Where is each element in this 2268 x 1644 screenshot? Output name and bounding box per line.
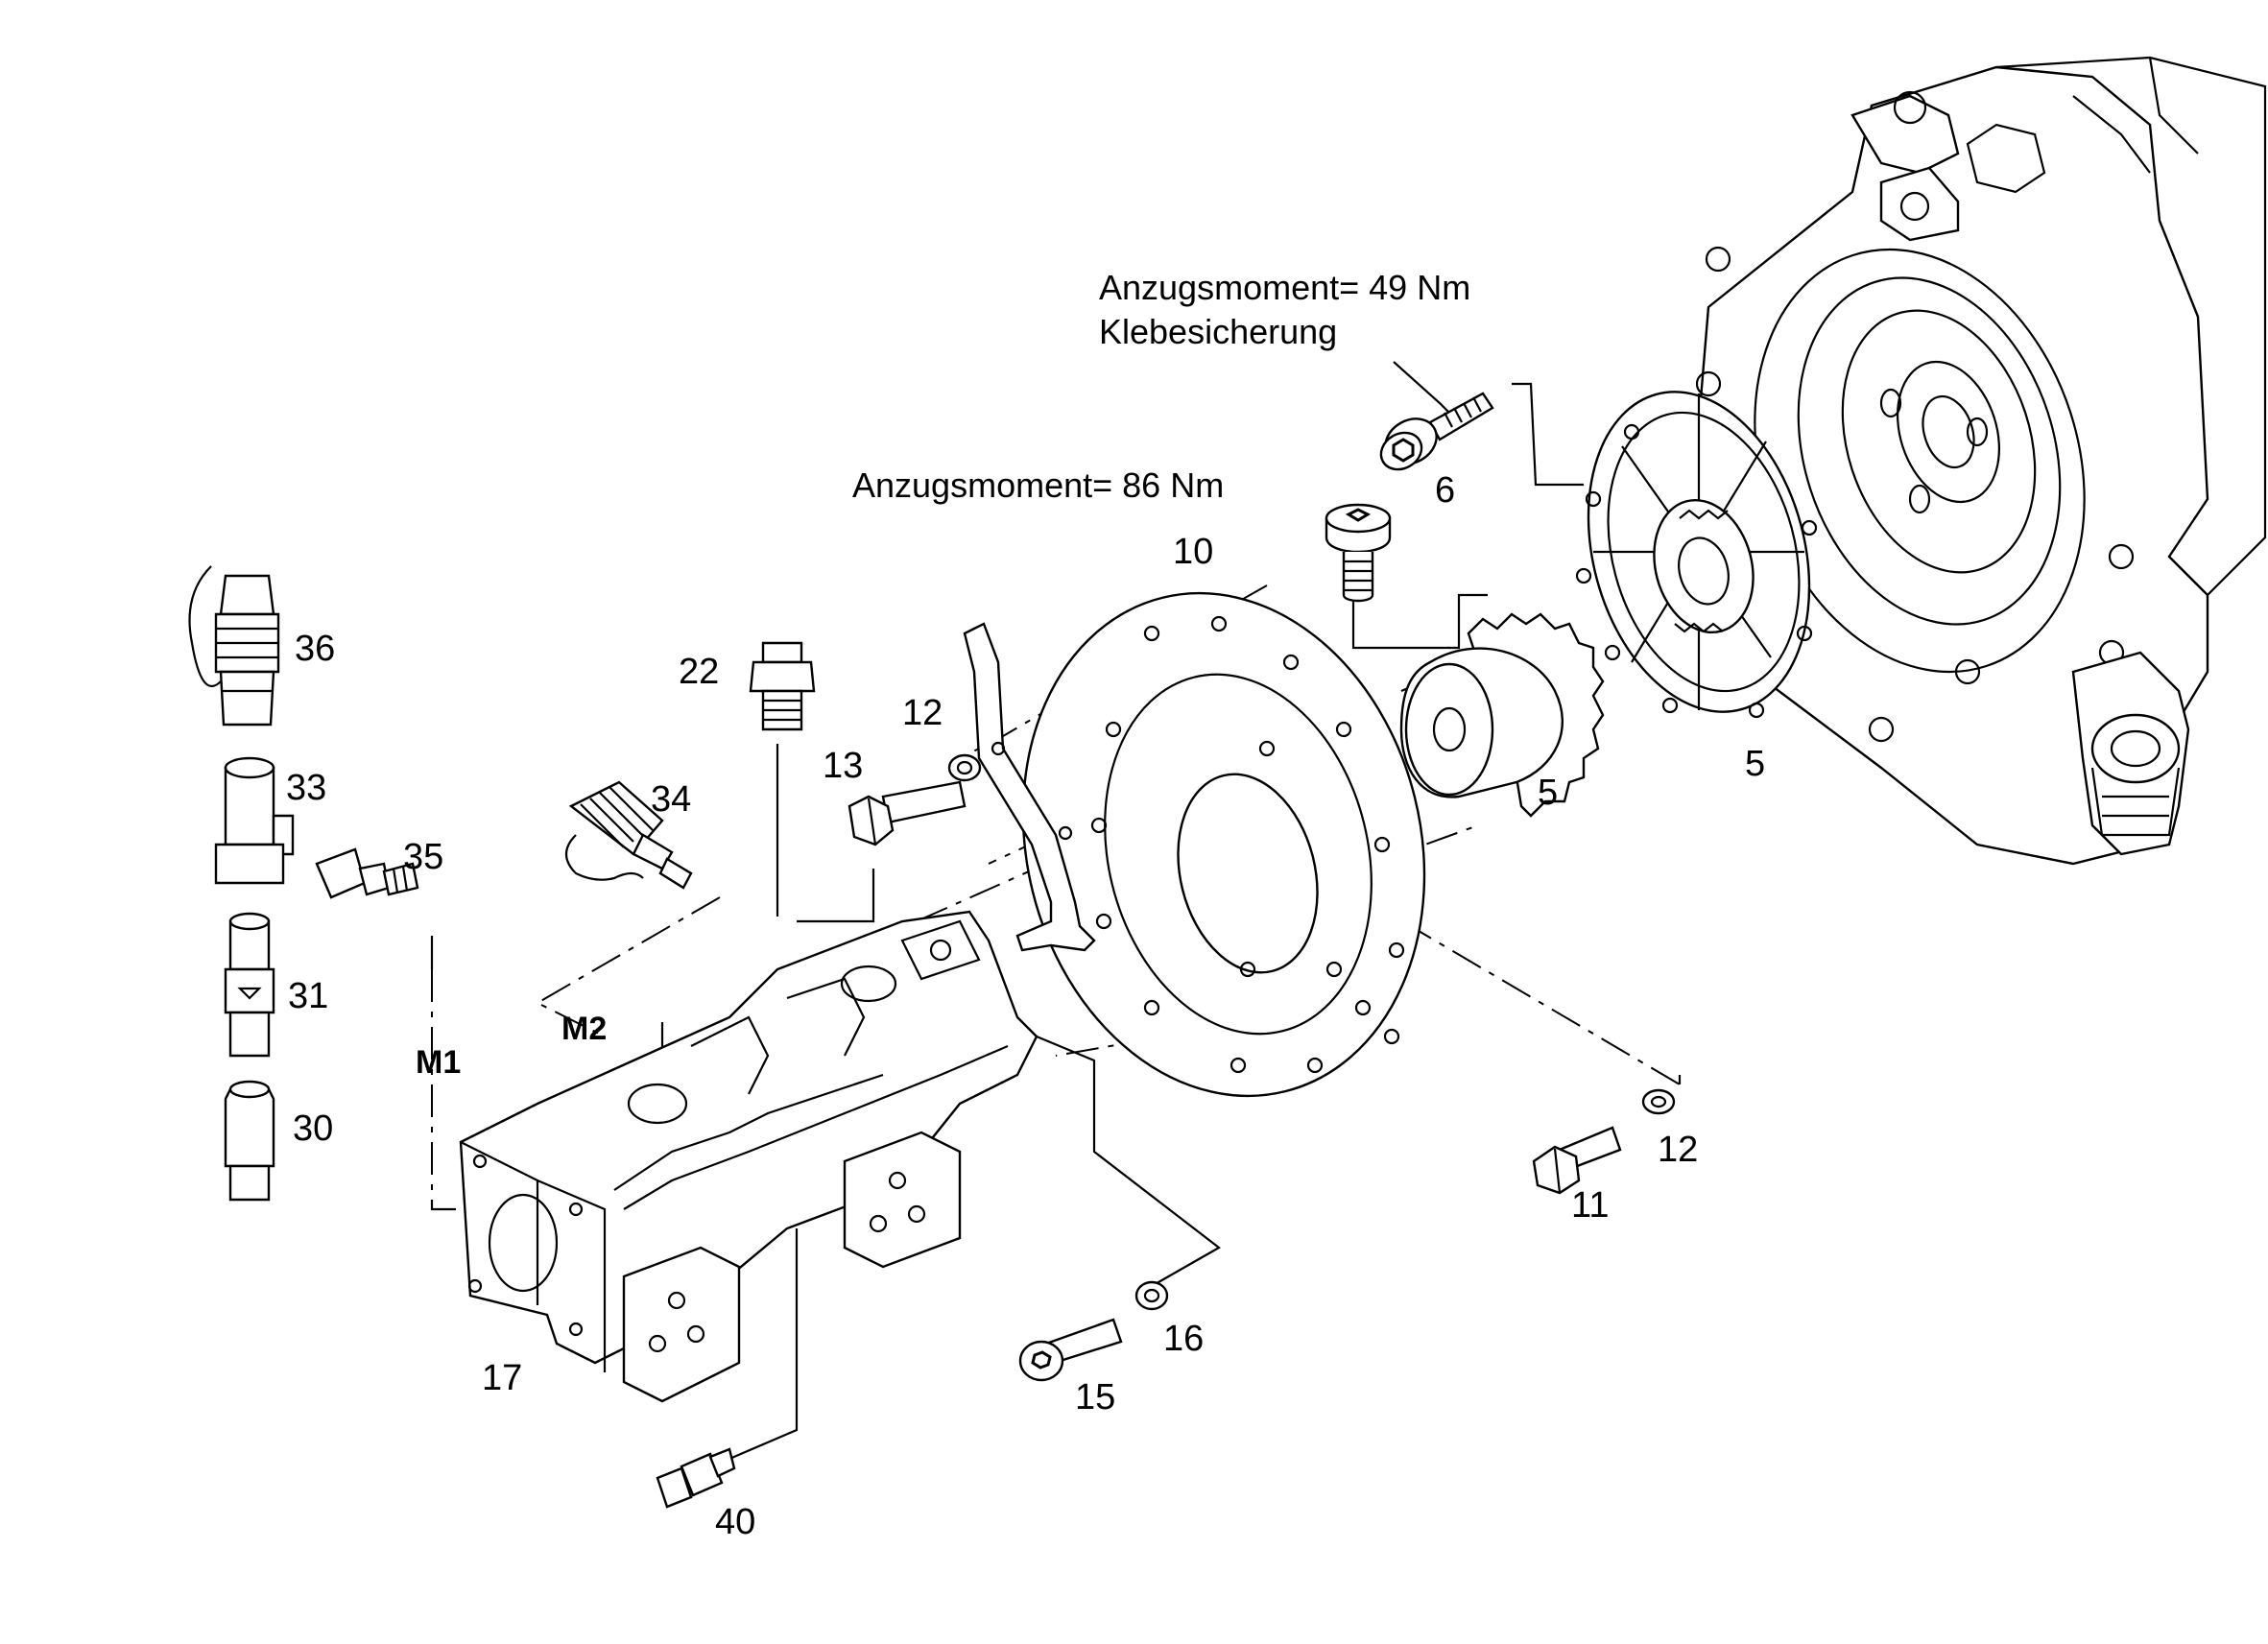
- washer-16: [1134, 1280, 1169, 1311]
- callout-30: 30: [293, 1108, 333, 1149]
- callout-35: 35: [403, 837, 443, 877]
- callout-10: 10: [1173, 532, 1213, 572]
- callout-5-gear: 5: [1538, 773, 1558, 813]
- adapter-30: [224, 1080, 275, 1202]
- engine-flywheel-housing: [1695, 56, 2267, 866]
- callout-13: 13: [823, 746, 863, 786]
- washer-12a: [947, 753, 982, 782]
- support-bracket: [963, 622, 1096, 952]
- cap-screw-86nm: [1325, 503, 1392, 603]
- cap-screw-15: [1018, 1318, 1123, 1382]
- callout-11: 11: [1571, 1185, 1609, 1226]
- gear-hub: [1399, 612, 1605, 818]
- callout-31: 31: [288, 976, 328, 1016]
- callout-17: 17: [482, 1358, 522, 1398]
- callout-34: 34: [651, 779, 691, 820]
- fitting-40: [656, 1447, 736, 1509]
- adapter-plate: [1021, 591, 1426, 1098]
- tee-fitting-33: [214, 756, 295, 885]
- callout-12-lower: 12: [1658, 1130, 1698, 1170]
- callout-5-flange: 5: [1745, 744, 1765, 784]
- callout-36: 36: [295, 629, 335, 669]
- torque-note-49nm: Anzugsmoment= 49 Nm: [1099, 268, 1470, 307]
- coupling-flange: [1575, 391, 1818, 719]
- callout-6: 6: [1435, 470, 1455, 511]
- callout-40: 40: [715, 1502, 755, 1542]
- callout-12-upper: 12: [902, 693, 943, 733]
- test-coupling-34: [564, 780, 693, 890]
- cap-screw-6: [1379, 392, 1494, 471]
- callout-22: 22: [679, 652, 719, 692]
- callout-16: 16: [1163, 1319, 1204, 1359]
- test-coupling-36: [188, 565, 280, 727]
- port-label-m2: M2: [561, 1011, 607, 1047]
- bolt-13: [848, 780, 967, 846]
- fitting-35: [315, 847, 419, 899]
- check-valve-31: [224, 912, 275, 1058]
- washer-12b: [1641, 1088, 1676, 1115]
- bolt-11: [1532, 1126, 1622, 1195]
- torque-note-86nm: Anzugsmoment= 86 Nm: [852, 465, 1224, 505]
- port-label-m1: M1: [416, 1044, 461, 1081]
- tandem-pump-17: [459, 910, 1039, 1403]
- callout-15: 15: [1075, 1377, 1115, 1418]
- callout-33: 33: [286, 768, 326, 808]
- fitting-22: [749, 641, 816, 731]
- adhesive-note: Klebesicherung: [1099, 312, 1337, 351]
